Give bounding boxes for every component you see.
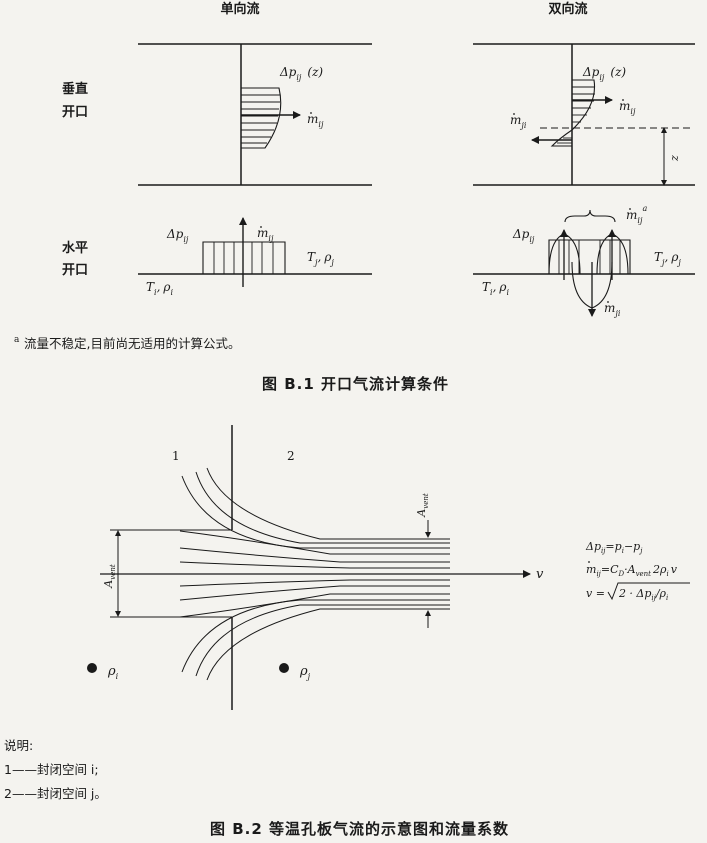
label-m-ji-h-bi: mji (604, 301, 621, 318)
label-rho-j: ρj (299, 664, 311, 681)
footnote-text: 流量不稳定,目前尚无适用的计算公式。 (24, 336, 241, 351)
row-label-horizontal-2: 开口 (62, 263, 88, 278)
figure-b1-caption: 图 B.1 开口气流计算条件 (262, 375, 450, 393)
figure-b1: 单向流 双向流 垂直 开口 水平 开口 Δpij(z) mij (14, 1, 695, 345)
legend-item-1: 1——封闭空间 i; (4, 762, 99, 777)
label-dp-ij-z-bi: Δpij(z) (582, 65, 626, 82)
m-dot-mark (588, 561, 590, 563)
row-label-horizontal-1: 水平 (62, 240, 88, 256)
label-m-ij-uni: mij (307, 112, 324, 129)
legend-title: 说明: (4, 738, 34, 753)
equation-pressure-difference: Δpij=pi−pj (585, 540, 643, 555)
label-velocity-v: v (536, 567, 544, 582)
column-title-bidirectional: 双向流 (548, 1, 587, 17)
row-label-vertical-1: 垂直 (62, 81, 88, 97)
m-dot-mark (622, 99, 624, 101)
sqrt-sign (607, 582, 690, 601)
column-title-unidirectional: 单向流 (220, 1, 259, 17)
diagram-vertical-unidirectional (138, 43, 372, 186)
label-m-ij-bi: mij (619, 99, 636, 116)
label-avent-left: Avent (102, 564, 117, 589)
orifice-diagram (100, 425, 531, 710)
label-dp-ij-z-uni: Δpij(z) (279, 65, 323, 82)
label-z-dimension: z (668, 155, 681, 162)
region-label-2: 2 (287, 449, 295, 463)
diagram-vertical-bidirectional (473, 43, 695, 186)
m-dot-mark (607, 301, 609, 303)
label-m-ij-h-bi: mija (626, 204, 647, 225)
label-Tj-rhoj-bi: Tj,ρj (654, 250, 681, 267)
figure-b2: 1 2 A (87, 425, 690, 710)
label-rho-i: ρi (107, 664, 119, 681)
label-Tj-rhoj-uni: Tj,ρj (307, 250, 334, 267)
diagram-horizontal-unidirectional (138, 217, 372, 287)
label-m-ij-h-uni: mij (257, 226, 274, 243)
m-dot-mark (513, 113, 515, 115)
footnote-mark: a (14, 335, 20, 345)
label-m-ji-bi: mji (510, 113, 527, 130)
m-dot-mark (310, 112, 312, 114)
m-dot-mark (629, 208, 631, 210)
legend-item-2: 2——封闭空间 j。 (4, 786, 107, 801)
brace (564, 209, 616, 223)
label-dp-ij-h-uni: Δpij (166, 227, 189, 244)
row-label-vertical-2: 开口 (62, 105, 88, 120)
equation-velocity: v =2 · Δpij/ρi (586, 587, 668, 602)
label-dp-ij-h-bi: Δpij (512, 227, 535, 244)
label-avent-right: Avent (415, 493, 430, 518)
density-point-i (87, 663, 97, 673)
m-dot-mark (260, 226, 262, 228)
density-point-j (279, 663, 289, 673)
figure-b2-caption: 图 B.2 等温孔板气流的示意图和流量系数 (210, 820, 510, 838)
label-Ti-rhoi-bi: Ti,ρi (482, 280, 509, 297)
label-Ti-rhoi-uni: Ti,ρi (146, 280, 173, 297)
diagram-horizontal-bidirectional (473, 209, 695, 317)
region-label-1: 1 (172, 449, 180, 463)
